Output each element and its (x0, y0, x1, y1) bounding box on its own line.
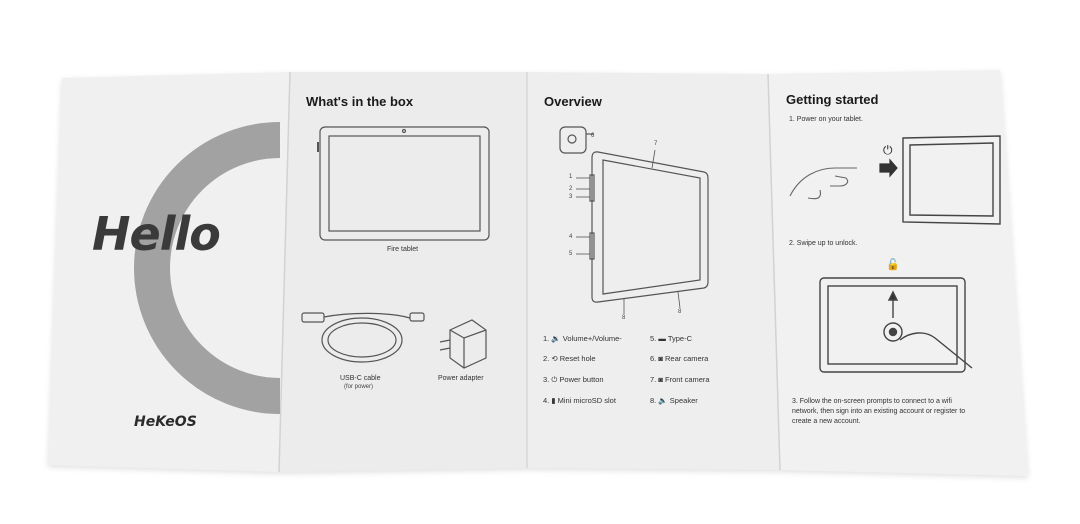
callout-8b: 8 (678, 309, 682, 315)
power-icon: ⏻ (883, 143, 893, 157)
camera-icon: ◙ (658, 354, 663, 363)
legend-item-3: 3. ⏻ Power button (543, 375, 604, 385)
sd-card-icon: ▮ (551, 396, 556, 405)
callout-2: 2 (569, 186, 573, 192)
legend-num: 3. (543, 375, 550, 384)
legend-label: Mini microSD slot (557, 396, 616, 405)
legend-label: Power button (559, 375, 604, 384)
start-tablet-drawing-2 (819, 277, 973, 373)
callout-1: 1 (569, 174, 573, 180)
legend-item-6: 6. ◙ Rear camera (650, 354, 708, 363)
camera-icon: ◙ (658, 375, 663, 384)
power-arrow-drawing (879, 158, 898, 178)
legend-label: Reset hole (559, 354, 596, 363)
overview-title: Overview (544, 94, 602, 109)
legend-label: Speaker (669, 396, 698, 405)
overview-tablet-drawing (576, 149, 709, 314)
legend-item-7: 7. ◙ Front camera (650, 375, 710, 384)
legend-num: 4. (543, 396, 550, 405)
legend-label: Volume+/Volume- (562, 334, 622, 343)
legend-item-1: 1. 🔉 Volume+/Volume- (543, 334, 622, 343)
callout-6: 6 (591, 133, 595, 139)
legend-num: 8. (650, 396, 657, 405)
legend-item-2: 2. ⟲ Reset hole (543, 354, 596, 363)
power-adapter-drawing (439, 319, 487, 369)
start-step-3-line1: 3. Follow the on-screen prompts to conne… (792, 398, 952, 405)
legend-num: 6. (650, 354, 657, 363)
start-title: Getting started (786, 92, 879, 107)
box-item-adapter-label: Power adapter (438, 375, 484, 382)
box-item-cable-label: USB-C cable (340, 375, 381, 382)
rear-camera-drawing (559, 126, 594, 154)
callout-7: 7 (654, 141, 658, 147)
hand-press-drawing (789, 167, 857, 200)
box-panel (279, 72, 527, 472)
box-item-cable-sublabel: (for power) (344, 384, 374, 390)
start-panel (768, 70, 1028, 476)
legend-label: Type-C (667, 334, 692, 343)
tablet-drawing (317, 126, 490, 241)
speaker-icon: 🔈 (658, 396, 668, 405)
start-step-3-line2: network, then sign into an existing acco… (792, 408, 966, 415)
box-title: What's in the box (306, 94, 414, 109)
callout-8a: 8 (622, 315, 626, 321)
legend-num: 1. (543, 334, 550, 343)
legend-item-5: 5. ▬ Type-C (650, 334, 692, 343)
callout-4: 4 (569, 234, 573, 240)
legend-item-8: 8. 🔈 Speaker (650, 396, 698, 405)
usb-cable-drawing (301, 312, 425, 363)
cover-brand: HeKeOS (134, 414, 197, 430)
start-tablet-drawing-1 (902, 135, 1001, 225)
unlock-icon: 🔓 (886, 259, 900, 271)
reset-icon: ⟲ (551, 354, 558, 363)
legend-item-4: 4. ▮ Mini microSD slot (543, 396, 616, 405)
usb-c-icon: ▬ (658, 334, 666, 343)
cover-ring-graphic (134, 122, 281, 414)
start-step-2: 2. Swipe up to unlock. (789, 240, 858, 247)
start-step-3-line3: create a new account. (792, 418, 861, 425)
legend-label: Rear camera (664, 354, 709, 363)
legend-label: Front camera (664, 375, 710, 384)
callout-5: 5 (569, 251, 573, 257)
cover-greeting: Hello (92, 207, 221, 261)
legend-num: 7. (650, 375, 657, 384)
overview-panel (527, 72, 780, 470)
start-step-1: 1. Power on your tablet. (789, 116, 863, 123)
callout-3: 3 (569, 194, 573, 200)
box-item-tablet-label: Fire tablet (387, 246, 419, 253)
legend-num: 2. (543, 354, 550, 363)
volume-icon: 🔉 (551, 334, 561, 343)
legend-num: 5. (650, 334, 657, 343)
power-icon: ⏻ (551, 375, 558, 384)
